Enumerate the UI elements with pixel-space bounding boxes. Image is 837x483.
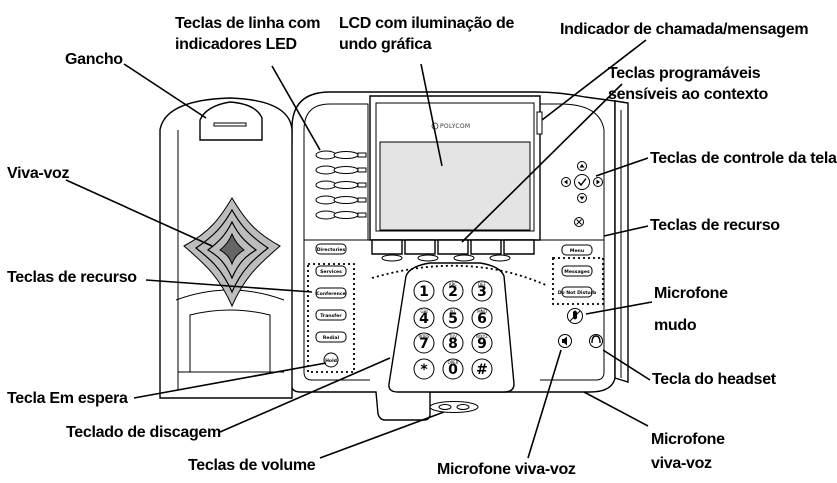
label-lcd-2: undo gráfica xyxy=(339,36,432,53)
svg-text:Menu: Menu xyxy=(570,248,584,254)
label-prog-2: sensíveis ao contexto xyxy=(608,86,769,103)
svg-text:Services: Services xyxy=(320,269,342,275)
hook-switch xyxy=(199,101,263,141)
hold-key[interactable]: Hold xyxy=(323,352,339,368)
svg-text:MNO: MNO xyxy=(477,309,487,314)
feature-groupings xyxy=(307,257,604,373)
svg-text:*: * xyxy=(420,362,428,378)
svg-text:ABC: ABC xyxy=(449,282,457,287)
svg-text:9: 9 xyxy=(477,336,487,352)
svg-text:7: 7 xyxy=(419,336,429,352)
svg-text:TUV: TUV xyxy=(448,334,457,339)
label-linha-2: indicadores LED xyxy=(175,36,297,53)
line-keys[interactable] xyxy=(315,150,367,220)
keypad-key-hash[interactable]: # xyxy=(471,358,493,380)
svg-text:8: 8 xyxy=(448,336,458,352)
label-recurso-esq: Teclas de recurso xyxy=(7,269,137,286)
label-mic-mudo-1: Microfone xyxy=(654,285,728,302)
feature-keys-left[interactable]: Directories Services Conference Transfer… xyxy=(315,243,347,343)
svg-text:GHI: GHI xyxy=(420,309,427,314)
svg-text:6: 6 xyxy=(477,311,487,327)
volume-keys[interactable] xyxy=(429,401,479,413)
label-volume: Teclas de volume xyxy=(188,457,316,474)
svg-text:Do Not Disturb: Do Not Disturb xyxy=(558,290,597,296)
label-mic-vv-baixo: Microfone viva-voz xyxy=(437,461,576,478)
label-recurso-dir: Teclas de recurso xyxy=(650,217,780,234)
label-controle: Teclas de controle da tela xyxy=(650,150,837,167)
label-headset: Tecla do headset xyxy=(652,371,777,388)
brand-logo: POLYCOM xyxy=(440,123,470,130)
svg-text:Conference: Conference xyxy=(316,291,345,297)
label-lcd-1: LCD com iluminação de xyxy=(339,15,514,32)
label-espera: Tecla Em espera xyxy=(7,390,128,407)
keypad-key-1[interactable]: 1 xyxy=(413,280,435,302)
svg-text:OPER: OPER xyxy=(448,360,459,365)
label-discagem: Teclado de discagem xyxy=(66,424,221,441)
feature-keys-right[interactable]: Menu Messages Do Not Disturb xyxy=(558,244,597,298)
svg-text:3: 3 xyxy=(477,284,487,300)
svg-text:WXYZ: WXYZ xyxy=(476,334,488,339)
label-mic-mudo-2: mudo xyxy=(654,317,697,334)
soft-keys[interactable] xyxy=(371,239,535,262)
svg-text:Hold: Hold xyxy=(325,358,337,364)
speaker-icon xyxy=(562,336,567,346)
label-mic-vv-dir-2: viva-voz xyxy=(651,455,712,472)
speaker-grille xyxy=(183,197,281,308)
label-gancho: Gancho xyxy=(65,51,123,68)
svg-text:1: 1 xyxy=(419,284,429,300)
svg-text:Redial: Redial xyxy=(323,335,340,341)
svg-text:Messages: Messages xyxy=(564,269,590,275)
mute-key[interactable] xyxy=(567,308,583,324)
svg-text:Transfer: Transfer xyxy=(320,313,342,319)
svg-text:2: 2 xyxy=(448,284,458,300)
svg-text:Directories: Directories xyxy=(317,247,346,253)
label-indicador: Indicador de chamada/mensagem xyxy=(560,21,808,38)
headset-key[interactable] xyxy=(589,334,603,348)
svg-text:5: 5 xyxy=(448,311,458,327)
select-check-icon[interactable] xyxy=(574,174,590,190)
leader-lines xyxy=(65,39,653,459)
label-mic-vv-dir-1: Microfone xyxy=(651,431,725,448)
svg-text:4: 4 xyxy=(419,311,429,327)
svg-text:JKL: JKL xyxy=(449,309,457,314)
lcd-screen: POLYCOM xyxy=(369,95,541,241)
svg-text:DEF: DEF xyxy=(478,282,487,287)
headset-icon xyxy=(591,335,601,344)
label-prog-1: Teclas programáveis xyxy=(608,65,761,82)
svg-text:PQRS: PQRS xyxy=(419,334,430,339)
callout-labels: Gancho Teclas de linha com indicadores L… xyxy=(7,15,837,478)
speakerphone-key[interactable] xyxy=(558,334,572,348)
label-linha-1: Teclas de linha com xyxy=(175,15,320,32)
call-message-indicator xyxy=(536,111,543,135)
navigation-keys[interactable] xyxy=(561,161,603,227)
keypad-key-star[interactable]: * xyxy=(413,358,435,380)
label-viva-voz: Viva-voz xyxy=(7,165,70,182)
svg-text:0: 0 xyxy=(448,362,458,378)
svg-text:#: # xyxy=(476,362,488,378)
